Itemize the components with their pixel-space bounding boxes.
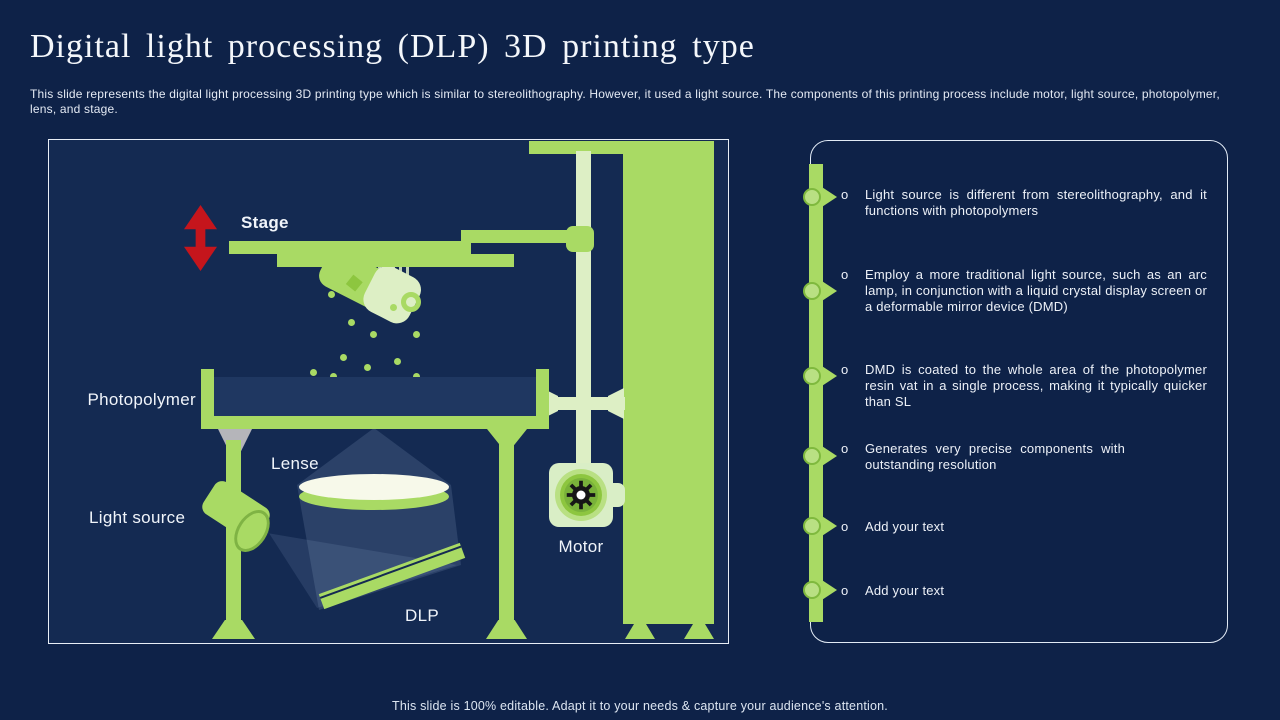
printer-tower: [623, 141, 714, 624]
gear-icon: [566, 480, 596, 510]
bullet-item: o Generates very precise components with…: [841, 441, 1207, 473]
bullet-item: o DMD is coated to the whole area of the…: [841, 362, 1207, 410]
tower-foot-right: [684, 624, 714, 639]
timeline-arrow-icon: [803, 364, 837, 388]
bullet-text: Light source is different from stereolit…: [865, 187, 1207, 218]
timeline-arrow-icon: [803, 444, 837, 468]
bullet-text: DMD is coated to the whole area of the p…: [865, 362, 1207, 409]
stage-platform-lower: [277, 254, 514, 267]
dlp-printer-diagram: Stage Photopolymer Lense Light source DL…: [48, 139, 729, 644]
timeline-arrow-icon: [803, 279, 837, 303]
bullet-item: o Employ a more traditional light source…: [841, 267, 1207, 315]
up-down-arrow-icon: [184, 205, 217, 271]
left-leg-foot: [212, 620, 255, 639]
stage-arm: [461, 230, 573, 243]
bullet-text: Generates very precise components with o…: [865, 441, 1125, 472]
dlp-label: DLP: [405, 606, 439, 625]
slide-description: This slide represents the digital light …: [30, 87, 1220, 116]
right-leg-foot: [486, 620, 527, 639]
timeline-bar: [808, 164, 823, 622]
bullet-text-placeholder: Add your text: [865, 583, 945, 598]
lead-screw-rod: [576, 151, 591, 471]
gantry-top-bar: [529, 141, 714, 154]
bullet-item: o Add your text: [841, 583, 1207, 599]
light-source-label: Light source: [89, 508, 186, 527]
bullet-item: o Add your text: [841, 519, 1207, 535]
dispenser-ring: [401, 292, 421, 312]
bullet-glyph: o: [841, 519, 849, 534]
photopolymer-vat: [201, 369, 549, 429]
timeline-arrow-icon: [803, 514, 837, 538]
shaft-flange-right: [608, 388, 624, 419]
timeline-arrow-icon: [803, 578, 837, 602]
bullet-glyph: o: [841, 583, 849, 598]
bullet-glyph: o: [841, 267, 849, 282]
bullet-item: o Light source is different from stereol…: [841, 187, 1207, 219]
right-leg-flange: [487, 429, 527, 445]
bullet-glyph: o: [841, 187, 849, 202]
bullet-glyph: o: [841, 362, 849, 377]
stage-label: Stage: [241, 213, 289, 232]
bullet-text-placeholder: Add your text: [865, 519, 945, 534]
tower-foot-left: [625, 624, 655, 639]
lens-disc: [299, 474, 449, 510]
page-title: Digital light processing (DLP) 3D printi…: [30, 28, 755, 65]
footer-note: This slide is 100% editable. Adapt it to…: [392, 699, 888, 713]
motor-unit: [549, 463, 625, 527]
stage-platform-upper: [229, 241, 471, 254]
bullet-glyph: o: [841, 441, 849, 456]
motor-label: Motor: [558, 537, 604, 556]
timeline-arrow-icon: [803, 185, 837, 209]
photopolymer-label: Photopolymer: [87, 390, 196, 409]
lense-label: Lense: [271, 454, 319, 473]
horizontal-shaft: [549, 397, 625, 410]
right-leg: [499, 442, 514, 625]
key-points-panel: o Light source is different from stereol…: [803, 140, 1228, 643]
bullet-text: Employ a more traditional light source, …: [865, 267, 1207, 314]
